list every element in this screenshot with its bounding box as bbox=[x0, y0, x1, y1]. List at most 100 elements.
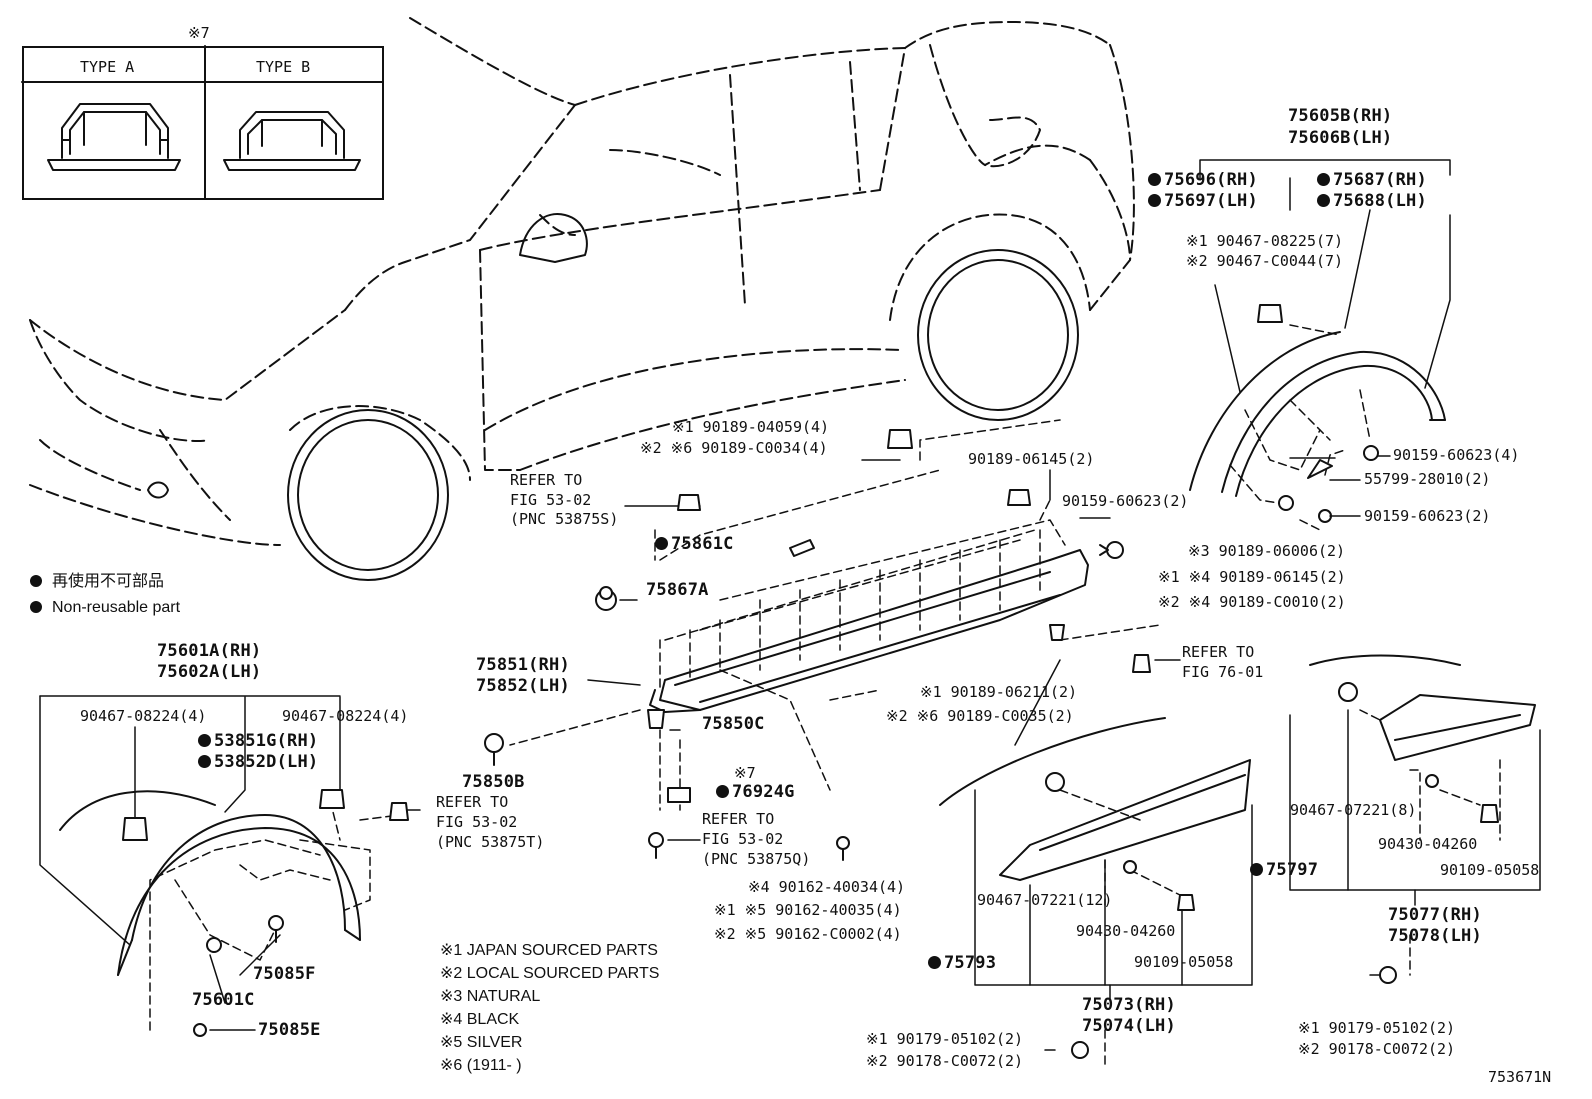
rocker-dashes bbox=[509, 419, 1161, 811]
label-75851: 75851(RH) bbox=[476, 655, 570, 675]
label-75797: 75797 bbox=[1250, 862, 1318, 879]
footnote-6: ※6 (1911- ) bbox=[440, 1057, 522, 1074]
text-75696: 75696(RH) bbox=[1164, 170, 1258, 190]
label-76924g: 76924G bbox=[716, 784, 795, 801]
legend-en-text: Non-reusable part bbox=[52, 599, 181, 616]
label-refer-53875t-c: (PNC 53875T) bbox=[436, 833, 545, 851]
label-rear-arch-rh: 75605B(RH) bbox=[1288, 106, 1393, 126]
label-mid-clip-b: ※2 ※6 90189-C0035(2) bbox=[886, 707, 1074, 725]
fasteners bbox=[484, 304, 1379, 861]
footnote-1: ※1 JAPAN SOURCED PARTS bbox=[440, 942, 658, 959]
legend-jp: 再使用不可部品 bbox=[30, 574, 164, 590]
label-rd-clip: 90467-07221(8) bbox=[1290, 801, 1417, 819]
label-rear-screw-1: 90159-60623(4) bbox=[1393, 446, 1520, 464]
text-75687: 75687(RH) bbox=[1333, 170, 1427, 190]
clip-type-inset bbox=[22, 46, 384, 200]
footnote-3: ※3 NATURAL bbox=[440, 988, 541, 1005]
text-53851g: 53851G(RH) bbox=[214, 731, 319, 751]
text-75793: 75793 bbox=[944, 953, 997, 973]
label-refer-53875s-b: FIG 53-02 bbox=[510, 491, 592, 509]
label-screw-c: ※2 ※5 90162-C0002(4) bbox=[714, 925, 902, 943]
vehicle-wheels bbox=[147, 213, 1079, 581]
text-75688: 75688(LH) bbox=[1333, 191, 1427, 211]
footnote-4: ※4 BLACK bbox=[440, 1011, 520, 1028]
label-75850b: 75850B bbox=[462, 772, 525, 792]
label-refer-76-b: FIG 76-01 bbox=[1182, 663, 1264, 681]
label-rear-pin: 55799-28010(2) bbox=[1364, 470, 1491, 488]
label-rear-clip-4: ※1 ※4 90189-06145(2) bbox=[1158, 568, 1346, 586]
label-75687: 75687(RH) bbox=[1317, 172, 1427, 189]
misc-leaders bbox=[1044, 455, 1391, 1051]
label-top-screw: 90159-60623(2) bbox=[1062, 492, 1189, 510]
front-arch-fasteners bbox=[122, 789, 409, 1037]
label-front-clip-r: 90467-08224(4) bbox=[282, 707, 409, 725]
label-75696: 75696(RH) bbox=[1148, 172, 1258, 189]
rear-arch-leaders bbox=[1199, 159, 1451, 393]
label-75688: 75688(LH) bbox=[1317, 193, 1427, 210]
label-screw-a: ※4 90162-40034(4) bbox=[748, 878, 906, 896]
label-rd-nut-1: ※1 90179-05102(2) bbox=[1298, 1019, 1456, 1037]
label-53851g: 53851G(RH) bbox=[198, 733, 318, 750]
rear-door-dashes bbox=[1359, 709, 1501, 976]
rear-door-fasteners bbox=[1338, 682, 1499, 984]
label-75085e: 75085E bbox=[258, 1020, 321, 1040]
label-screw-b: ※1 ※5 90162-40035(4) bbox=[714, 901, 902, 919]
label-rd-screw: 90109-05058 bbox=[1440, 861, 1540, 879]
rear-door-molding bbox=[1309, 654, 1536, 761]
label-rear-arch-lh: 75606B(LH) bbox=[1288, 128, 1393, 148]
text-75861c: 75861C bbox=[671, 534, 734, 554]
rear-door-leaders bbox=[1289, 709, 1541, 906]
label-top-clip-a: 90189-06145(2) bbox=[968, 450, 1095, 468]
inset-note-mark: ※7 bbox=[188, 24, 210, 42]
label-door-nut-1: ※1 90179-05102(2) bbox=[866, 1030, 1024, 1048]
label-rear-clip-3: ※3 90189-06006(2) bbox=[1188, 542, 1346, 560]
label-rear-clip-1: ※1 90467-08225(7) bbox=[1186, 232, 1344, 250]
front-door-molding bbox=[939, 717, 1251, 881]
text-75797: 75797 bbox=[1266, 860, 1319, 880]
label-door-rh: 75073(RH) bbox=[1082, 995, 1176, 1015]
rear-arch-dashes bbox=[1229, 324, 1371, 531]
label-door-nut-2: ※2 90178-C0072(2) bbox=[866, 1052, 1024, 1070]
label-front-arch-lh: 75602A(LH) bbox=[157, 662, 262, 682]
label-mid-clip-a: ※1 90189-06211(2) bbox=[920, 683, 1078, 701]
front-arch-dashes bbox=[149, 799, 401, 1031]
label-clip-top-1: ※1 90189-04059(4) bbox=[672, 418, 830, 436]
label-door-screw: 90109-05058 bbox=[1134, 953, 1234, 971]
label-rear-screw-2: 90159-60623(2) bbox=[1364, 507, 1491, 525]
label-refer-53875s-c: (PNC 53875S) bbox=[510, 510, 619, 528]
label-rd-rh: 75077(RH) bbox=[1388, 905, 1482, 925]
type-a-label: TYPE A bbox=[80, 58, 135, 76]
label-75085f: 75085F bbox=[253, 964, 316, 984]
label-75601c: 75601C bbox=[192, 990, 255, 1010]
front-door-dashes bbox=[1059, 789, 1181, 1066]
vehicle-outline bbox=[29, 17, 1135, 546]
label-front-clip-l: 90467-08224(4) bbox=[80, 707, 207, 725]
inset-grid bbox=[21, 45, 383, 199]
label-front-arch-rh: 75601A(RH) bbox=[157, 641, 262, 661]
label-note7b: ※7 bbox=[734, 764, 756, 782]
label-rear-clip-5: ※2 ※4 90189-C0010(2) bbox=[1158, 593, 1346, 611]
legend-jp-text: 再使用不可部品 bbox=[52, 573, 165, 590]
rear-arch-molding bbox=[1189, 331, 1446, 497]
label-refer-53875s-a: REFER TO bbox=[510, 471, 583, 489]
label-75850c: 75850C bbox=[702, 714, 765, 734]
label-refer-53875q-b: FIG 53-02 bbox=[702, 830, 784, 848]
label-refer-53875t-a: REFER TO bbox=[436, 793, 509, 811]
text-75697: 75697(LH) bbox=[1164, 191, 1258, 211]
label-refer-76-a: REFER TO bbox=[1182, 643, 1255, 661]
label-clip-top-2: ※2 ※6 90189-C0034(4) bbox=[640, 439, 828, 457]
label-rear-clip-2: ※2 90467-C0044(7) bbox=[1186, 252, 1344, 270]
label-door-washer: 90430-04260 bbox=[1076, 922, 1176, 940]
label-75852: 75852(LH) bbox=[476, 676, 570, 696]
label-75861c: 75861C bbox=[655, 536, 734, 553]
label-75793: 75793 bbox=[928, 955, 996, 972]
figure-id: 753671N bbox=[1488, 1068, 1552, 1086]
label-door-lh: 75074(LH) bbox=[1082, 1016, 1176, 1036]
clip-type-b-drawing bbox=[223, 111, 361, 171]
label-rd-washer: 90430-04260 bbox=[1378, 835, 1478, 853]
rocker-panel bbox=[649, 549, 1089, 713]
front-arch-leaders bbox=[39, 695, 421, 1031]
text-76924g: 76924G bbox=[732, 782, 795, 802]
